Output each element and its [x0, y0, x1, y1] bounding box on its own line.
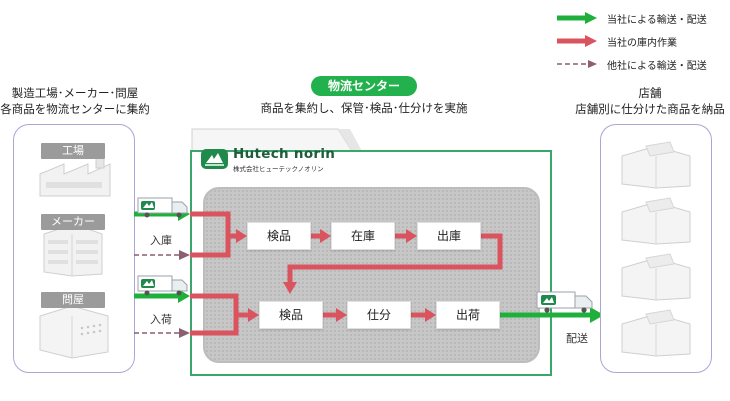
- store-building-icon: [621, 197, 691, 245]
- warehouse-building-icon: [39, 305, 109, 359]
- store-building-icon: [621, 141, 691, 189]
- center-caption: 商品を集約し、保管･検品･仕分けを実施: [260, 101, 468, 115]
- stores-caption-line1: 店舗: [638, 86, 662, 100]
- factory-icon: [39, 153, 111, 197]
- legend-label: 当社による輸送・配送: [607, 14, 707, 26]
- logo-subtext: 株式会社ヒューテックノオリン: [233, 165, 324, 173]
- hutech-logo-icon: [201, 149, 228, 169]
- legend-label: 当社の庫内作業: [607, 37, 677, 49]
- label-delivery: 配送: [566, 332, 588, 345]
- truck-icon: [137, 275, 188, 296]
- dashed-arrow-icon: [557, 60, 597, 68]
- stores-caption-line2: 店舗別に仕分けた商品を納品: [575, 102, 725, 116]
- legend-warehouse-work: 当社の庫内作業: [555, 33, 677, 49]
- label-receiving: 入庫: [150, 234, 172, 247]
- store-building-icon: [621, 309, 691, 357]
- logo-text: Hutech norin: [233, 146, 336, 162]
- step-inspection-2: 検品: [259, 301, 323, 329]
- source-label-factory: 工場: [41, 143, 105, 159]
- truck-icon: [137, 197, 188, 218]
- store-building-icon: [621, 253, 691, 301]
- sources-caption-line2: 各商品を物流センターに集約: [0, 102, 150, 116]
- label-arrival: 入荷: [150, 313, 172, 326]
- green-arrow-icon: [557, 12, 597, 24]
- sources-caption: 製造工場･メーカー･問屋 各商品を物流センターに集約: [0, 85, 150, 117]
- center-title-pill: 物流センター: [311, 76, 417, 96]
- step-inspection-1: 検品: [247, 222, 311, 250]
- warehouse-work-area: [203, 187, 540, 363]
- red-arrow-icon: [557, 35, 597, 47]
- step-picking-out: 出庫: [417, 222, 481, 250]
- step-storage: 在庫: [331, 222, 395, 250]
- legend-own-transport: 当社による輸送・配送: [555, 10, 707, 26]
- step-shipping: 出荷: [436, 301, 500, 329]
- sources-caption-line1: 製造工場･メーカー･問屋: [11, 86, 139, 100]
- source-label-wholesaler: 問屋: [41, 292, 105, 308]
- step-sorting: 仕分: [347, 301, 411, 329]
- legend-label: 他社による輸送・配送: [607, 60, 707, 72]
- truck-icon: [536, 291, 593, 313]
- source-label-maker: メーカー: [41, 214, 105, 230]
- stores-caption: 店舗 店舗別に仕分けた商品を納品: [570, 85, 730, 117]
- legend-other-transport: 他社による輸送・配送: [555, 56, 707, 72]
